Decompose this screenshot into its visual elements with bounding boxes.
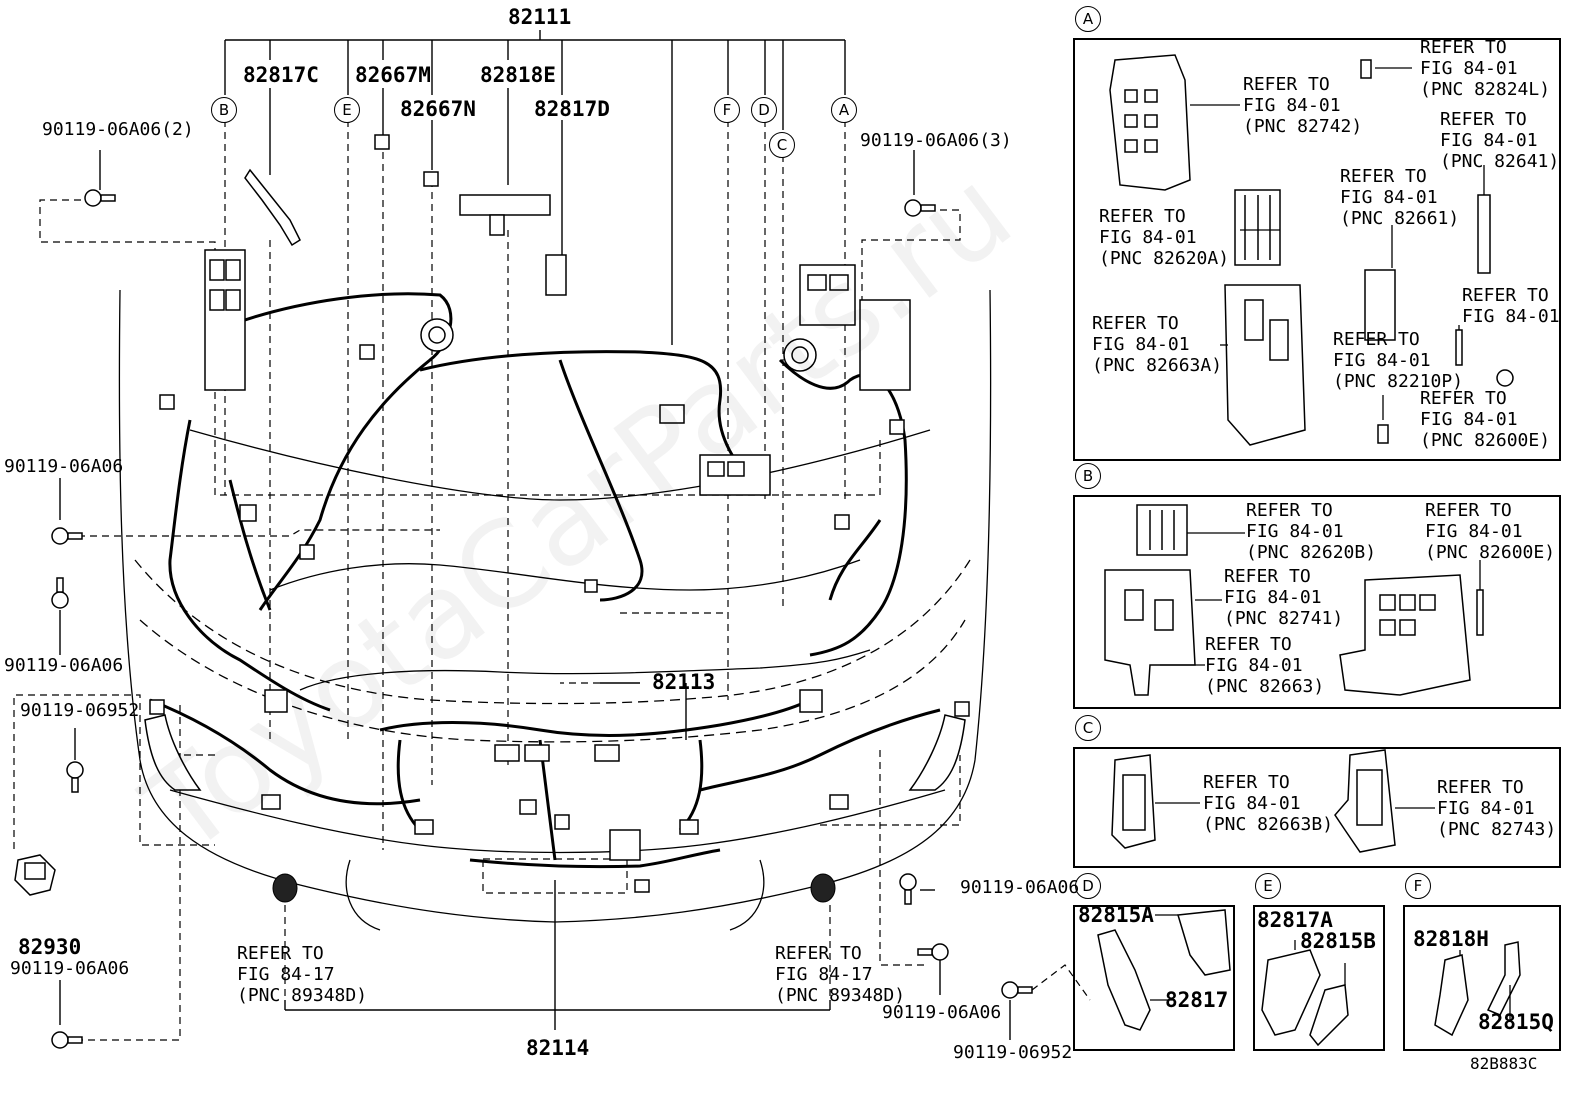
panel-a-ref-82620a: REFER TO FIG 84-01 (PNC 82620A) [1099, 206, 1230, 269]
panel-d-parts [1097, 909, 1231, 1031]
panel-b-ref-82741: REFER TO FIG 84-01 (PNC 82741) [1224, 566, 1344, 629]
panel-d-label-82817: 82817 [1165, 988, 1229, 1012]
grommets [272, 873, 836, 903]
panel-a-ref-82661: REFER TO FIG 84-01 (PNC 82661) [1340, 166, 1460, 229]
panel-c-callout: C [1075, 715, 1101, 741]
label-82817c: 82817C [243, 63, 319, 87]
panel-f-label-82815q: 82815Q [1478, 1010, 1554, 1034]
panel-e-parts [1261, 949, 1349, 1047]
panel-e-callout: E [1255, 873, 1281, 899]
bolt-label-right-top: 90119-06A06(3) [860, 130, 1012, 151]
panel-a-ref-82742: REFER TO FIG 84-01 (PNC 82742) [1243, 74, 1363, 137]
label-82113: 82113 [652, 670, 716, 694]
panel-a-ref-82824l: REFER TO FIG 84-01 (PNC 82824L) [1420, 37, 1551, 100]
callout-a: A [831, 97, 857, 123]
panel-d-callout: D [1075, 873, 1101, 899]
figure-code: 82B883C [1470, 1054, 1538, 1073]
label-82114: 82114 [526, 1036, 590, 1060]
panel-c [1073, 747, 1561, 868]
dashed-reference-lines [13, 120, 1091, 1041]
panel-leaders [1150, 67, 1511, 1020]
callout-e: E [334, 97, 360, 123]
callout-c: C [769, 132, 795, 158]
label-82930: 82930 [18, 935, 82, 959]
panel-b [1073, 495, 1561, 709]
panel-b-parts [1104, 504, 1484, 696]
bolt-label-left-bottom: 90119-06A06 [10, 958, 130, 979]
panel-a-ref-82210p: REFER TO FIG 84-01 (PNC 82210P) [1333, 329, 1464, 392]
panel-a-parts [1109, 54, 1514, 446]
panel-f [1403, 905, 1561, 1051]
panel-a-ref-bolt: REFER TO FIG 84-01 [1462, 285, 1560, 327]
refer-lower-left: REFER TO FIG 84-17 (PNC 89348D) [237, 943, 368, 1006]
leader-lines [59, 30, 1011, 1040]
panel-a-ref-82663a: REFER TO FIG 84-01 (PNC 82663A) [1092, 313, 1223, 376]
panel-d [1073, 905, 1235, 1051]
panel-b-ref-82600e: REFER TO FIG 84-01 (PNC 82600E) [1425, 500, 1556, 563]
panel-f-callout: F [1405, 873, 1431, 899]
bolt-label-left-mid1: 90119-06A06 [4, 456, 124, 477]
panel-f-parts [1434, 941, 1521, 1037]
panel-a-callout: A [1075, 6, 1101, 32]
bolts [51, 189, 1033, 1049]
panel-b-callout: B [1075, 463, 1101, 489]
panel-f-label-82818h: 82818H [1413, 927, 1489, 951]
bolt-label-left-top: 90119-06A06(2) [42, 119, 194, 140]
panel-e [1253, 905, 1385, 1051]
panel-c-ref-82663b: REFER TO FIG 84-01 (PNC 82663B) [1203, 772, 1334, 835]
panel-a-ref-82641: REFER TO FIG 84-01 (PNC 82641) [1440, 109, 1560, 172]
panel-e-label-82815b: 82815B [1300, 929, 1376, 953]
panel-e-label-82817a: 82817A [1257, 908, 1333, 932]
panel-a-ref-82600e: REFER TO FIG 84-01 (PNC 82600E) [1420, 388, 1551, 451]
panel-a [1073, 38, 1561, 461]
bolt-label-left-mid2: 90119-06A06 [4, 655, 124, 676]
bolt-label-bottom-952: 90119-06952 [953, 1042, 1073, 1063]
wire-harness [149, 292, 941, 869]
panel-b-ref-82663: REFER TO FIG 84-01 (PNC 82663) [1205, 634, 1325, 697]
panel-c-parts [1111, 749, 1396, 853]
bolt-label-right-mid: 90119-06A06 [960, 877, 1080, 898]
panel-c-ref-82743: REFER TO FIG 84-01 (PNC 82743) [1437, 777, 1557, 840]
harness-components [144, 134, 970, 893]
callout-b: B [211, 97, 237, 123]
panel-d-label-82815a: 82815A [1078, 903, 1154, 927]
label-82667m: 82667M [355, 63, 431, 87]
vehicle-body-outline [118, 289, 992, 931]
refer-lower-right: REFER TO FIG 84-17 (PNC 89348D) [775, 943, 906, 1006]
bolt-label-right-bottom: 90119-06A06 [882, 1002, 1002, 1023]
label-82111: 82111 [508, 5, 572, 29]
label-82667n: 82667N [400, 97, 476, 121]
callout-f: F [714, 97, 740, 123]
callout-d: D [751, 97, 777, 123]
label-82818e: 82818E [480, 63, 556, 87]
label-82817d: 82817D [534, 97, 610, 121]
sensor-82930 [14, 854, 56, 896]
bolt-label-left-952: 90119-06952 [20, 700, 140, 721]
panel-b-ref-82620b: REFER TO FIG 84-01 (PNC 82620B) [1246, 500, 1377, 563]
